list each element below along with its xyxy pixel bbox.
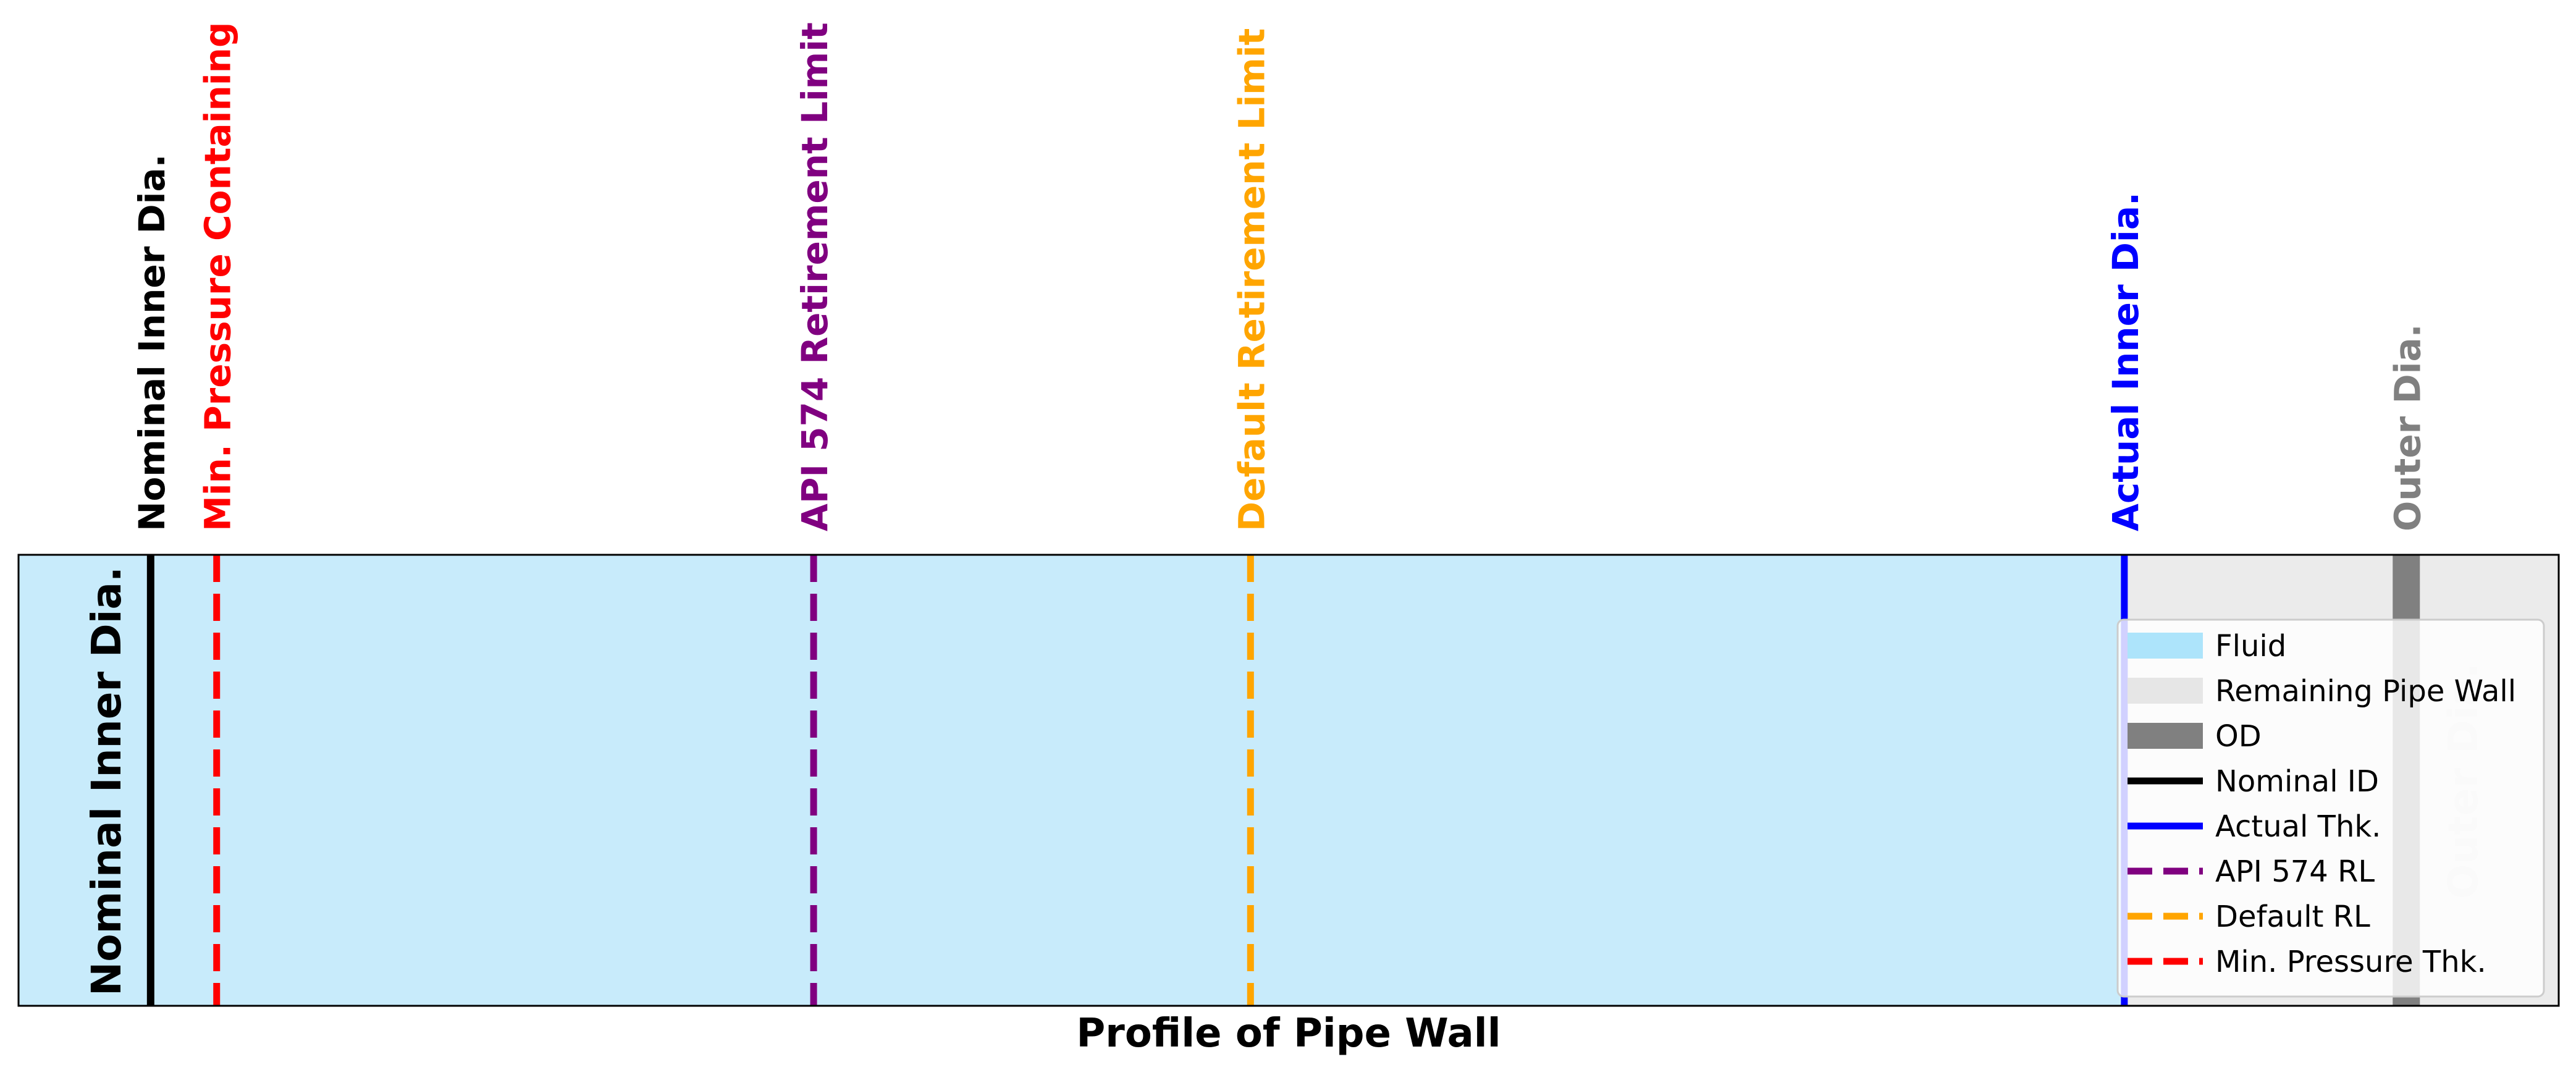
marker-label-api: API 574 Retirement Limit [794, 22, 836, 531]
marker-label-part: Pressure [197, 241, 239, 432]
marker-label-part: Nominal Inner Dia. [131, 154, 173, 531]
x-axis-label: Profile of Pipe Wall [1076, 1011, 1501, 1056]
marker-label-part: Outer Dia. [2386, 324, 2428, 531]
legend-label: Fluid [2215, 629, 2286, 664]
marker-label-part: Retirement [1231, 130, 1273, 371]
legend-label: Actual Thk. [2215, 809, 2381, 844]
marker-label-part: API 574 [794, 365, 836, 531]
marker-label-default: Default Retirement Limit [1231, 28, 1273, 531]
legend-swatch [2128, 678, 2203, 704]
legend-box [2116, 618, 2545, 998]
marker-label-od: Outer Dia. [2386, 324, 2428, 531]
legend-label: OD [2215, 719, 2262, 754]
marker-label-part: Retirement [794, 124, 836, 365]
marker-label-actual: Actual Inner Dia. [2105, 192, 2147, 531]
marker-label-minpress: Min. Pressure Containing [197, 22, 239, 531]
marker-label-nominal: Nominal Inner Dia. [131, 154, 173, 531]
marker-labels: Nominal Inner Dia. Min. Pressure Containi… [131, 22, 2428, 531]
fill-region-fluid [19, 555, 2124, 1006]
marker-label-part: Min. [197, 432, 239, 531]
legend-label: Default RL [2215, 900, 2370, 934]
marker-label-part: Actual Inner Dia. [2105, 192, 2147, 531]
legend-label: API 574 RL [2215, 854, 2375, 889]
inner-label-0: Nominal Inner Dia. [83, 567, 130, 996]
marker-label-part: Limit [1231, 28, 1273, 130]
legend-swatch [2128, 633, 2203, 659]
plot-frame [17, 554, 2560, 1007]
legend-label: Nominal ID [2215, 764, 2379, 799]
legend-label: Min. Pressure Thk. [2215, 945, 2486, 979]
marker-label-part: Containing [197, 22, 239, 241]
marker-label-part: Default [1231, 370, 1273, 531]
marker-label-part: Limit [794, 22, 836, 124]
legend-label: Remaining Pipe Wall [2215, 674, 2516, 709]
legend-swatch [2128, 723, 2203, 749]
